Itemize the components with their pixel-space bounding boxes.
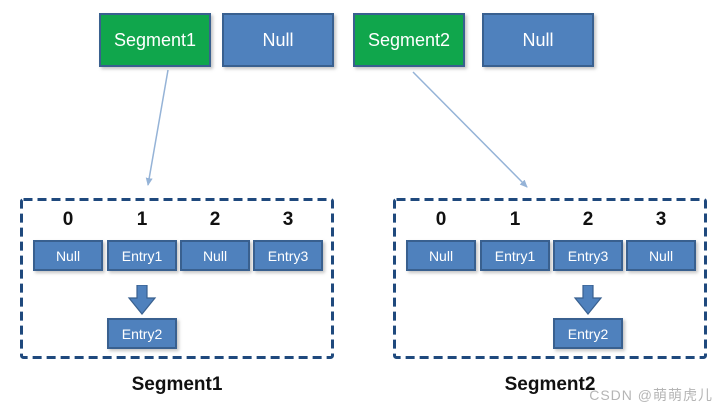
slot-box: Entry1 [480, 240, 550, 271]
chain-down-arrow-icon [127, 285, 157, 315]
segment2-caption: Segment2 [504, 374, 596, 395]
slot-index: 1 [136, 209, 148, 230]
slot-box: Null [33, 240, 103, 271]
top-cell-segment1: Segment1 [99, 13, 211, 67]
slot-index: 1 [509, 209, 521, 230]
chained-entry-box: Entry2 [553, 318, 623, 349]
segment2-pointer-arrow [412, 71, 528, 188]
segment1-caption: Segment1 [131, 374, 223, 395]
slot-box: Entry1 [107, 240, 177, 271]
slot-box: Null [180, 240, 250, 271]
slot-box: Entry3 [553, 240, 623, 271]
slot-box: Entry3 [253, 240, 323, 271]
watermark: CSDN @萌萌虎儿 [589, 387, 713, 403]
segment2-table: 0 1 2 3 Null Entry1 Entry3 Null Entry2 [393, 198, 707, 359]
chained-entry-box: Entry2 [107, 318, 177, 349]
slot-index: 0 [62, 209, 74, 230]
top-cell-null-1: Null [222, 13, 334, 67]
slot-box: Null [406, 240, 476, 271]
slot-box: Null [626, 240, 696, 271]
slot-index: 3 [282, 209, 294, 230]
top-cell-segment2: Segment2 [353, 13, 465, 67]
segment1-table: 0 1 2 3 Null Entry1 Null Entry3 Entry2 [20, 198, 334, 359]
chain-down-arrow-icon [573, 285, 603, 315]
slot-index: 0 [435, 209, 447, 230]
segment1-pointer-arrow [145, 69, 169, 186]
top-cell-null-2: Null [482, 13, 594, 67]
slot-index: 3 [655, 209, 667, 230]
slot-index: 2 [582, 209, 594, 230]
slot-index: 2 [209, 209, 221, 230]
